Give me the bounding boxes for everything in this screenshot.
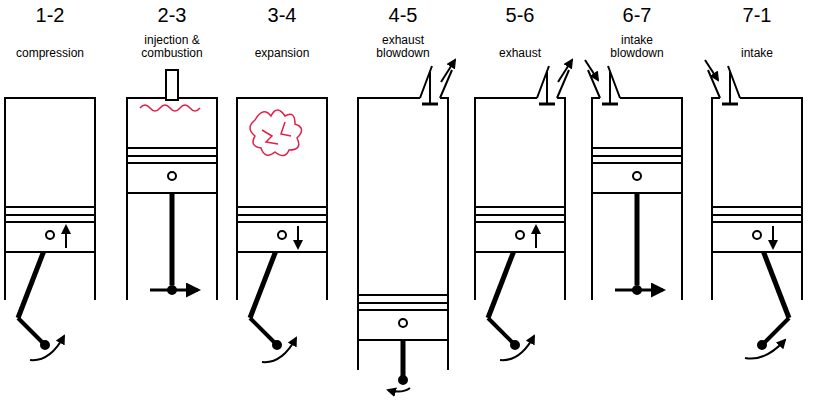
crank-arm xyxy=(488,318,515,345)
motion-arrow xyxy=(772,226,774,248)
cylinder xyxy=(127,98,217,300)
valve-head xyxy=(539,103,555,106)
valve-head xyxy=(422,103,438,106)
piston xyxy=(475,207,565,252)
flow-arrow xyxy=(585,60,598,80)
stage-number: 2-3 xyxy=(158,4,187,26)
flow-arrow xyxy=(558,60,572,82)
cylinder xyxy=(5,98,95,300)
crank-center xyxy=(273,341,281,349)
crank-center xyxy=(399,376,407,384)
stage-number: 6-7 xyxy=(623,4,652,26)
crank-center xyxy=(41,341,49,349)
crank-center xyxy=(633,286,641,294)
stage-number: 4-5 xyxy=(389,4,418,26)
valve-stem xyxy=(429,72,431,104)
rotation-arrow xyxy=(262,338,296,362)
stage-name: exhaust xyxy=(478,47,562,60)
stage-number: 5-6 xyxy=(506,4,535,26)
stage-name: intake blowdown xyxy=(595,34,679,60)
injector xyxy=(166,70,178,100)
stage-name: intake xyxy=(715,47,799,60)
flow-arrow xyxy=(705,60,718,80)
rotation-arrow xyxy=(500,336,534,360)
cylinder xyxy=(592,98,682,300)
piston xyxy=(592,148,682,193)
stage-name: expansion xyxy=(240,47,324,60)
stage-number: 3-4 xyxy=(268,4,297,26)
cylinder xyxy=(475,98,565,300)
crank-center xyxy=(511,341,519,349)
stage-name: injection & combustion xyxy=(130,34,214,60)
crank-arm xyxy=(250,318,277,345)
rotation-arrow xyxy=(745,340,785,359)
combustion-flame xyxy=(250,110,302,156)
piston xyxy=(127,148,217,193)
cylinder xyxy=(358,98,448,370)
piston xyxy=(712,207,802,252)
piston xyxy=(358,295,448,340)
valve-head xyxy=(722,103,738,106)
valve-stem xyxy=(609,72,611,104)
valve-stem xyxy=(546,72,548,104)
cylinder xyxy=(712,98,802,300)
piston xyxy=(237,207,327,252)
motion-arrow xyxy=(535,226,537,248)
stage-number: 1-2 xyxy=(36,4,65,26)
rotation-arrow xyxy=(30,336,64,360)
stage-name: compression xyxy=(8,47,92,60)
cylinder xyxy=(237,98,327,300)
motion-arrow xyxy=(65,226,67,248)
piston xyxy=(5,207,95,252)
stage-name: exhaust blowdown xyxy=(361,34,445,60)
rotation-arrow xyxy=(388,388,410,392)
fuel-spray xyxy=(140,105,200,111)
flow-arrow xyxy=(441,60,455,82)
stage-number: 7-1 xyxy=(743,4,772,26)
crank-center xyxy=(168,286,176,294)
motion-arrow xyxy=(297,226,299,248)
crank-arm xyxy=(18,318,45,345)
valve-head xyxy=(602,103,618,106)
valve-stem xyxy=(729,72,731,104)
crank-center xyxy=(758,341,766,349)
